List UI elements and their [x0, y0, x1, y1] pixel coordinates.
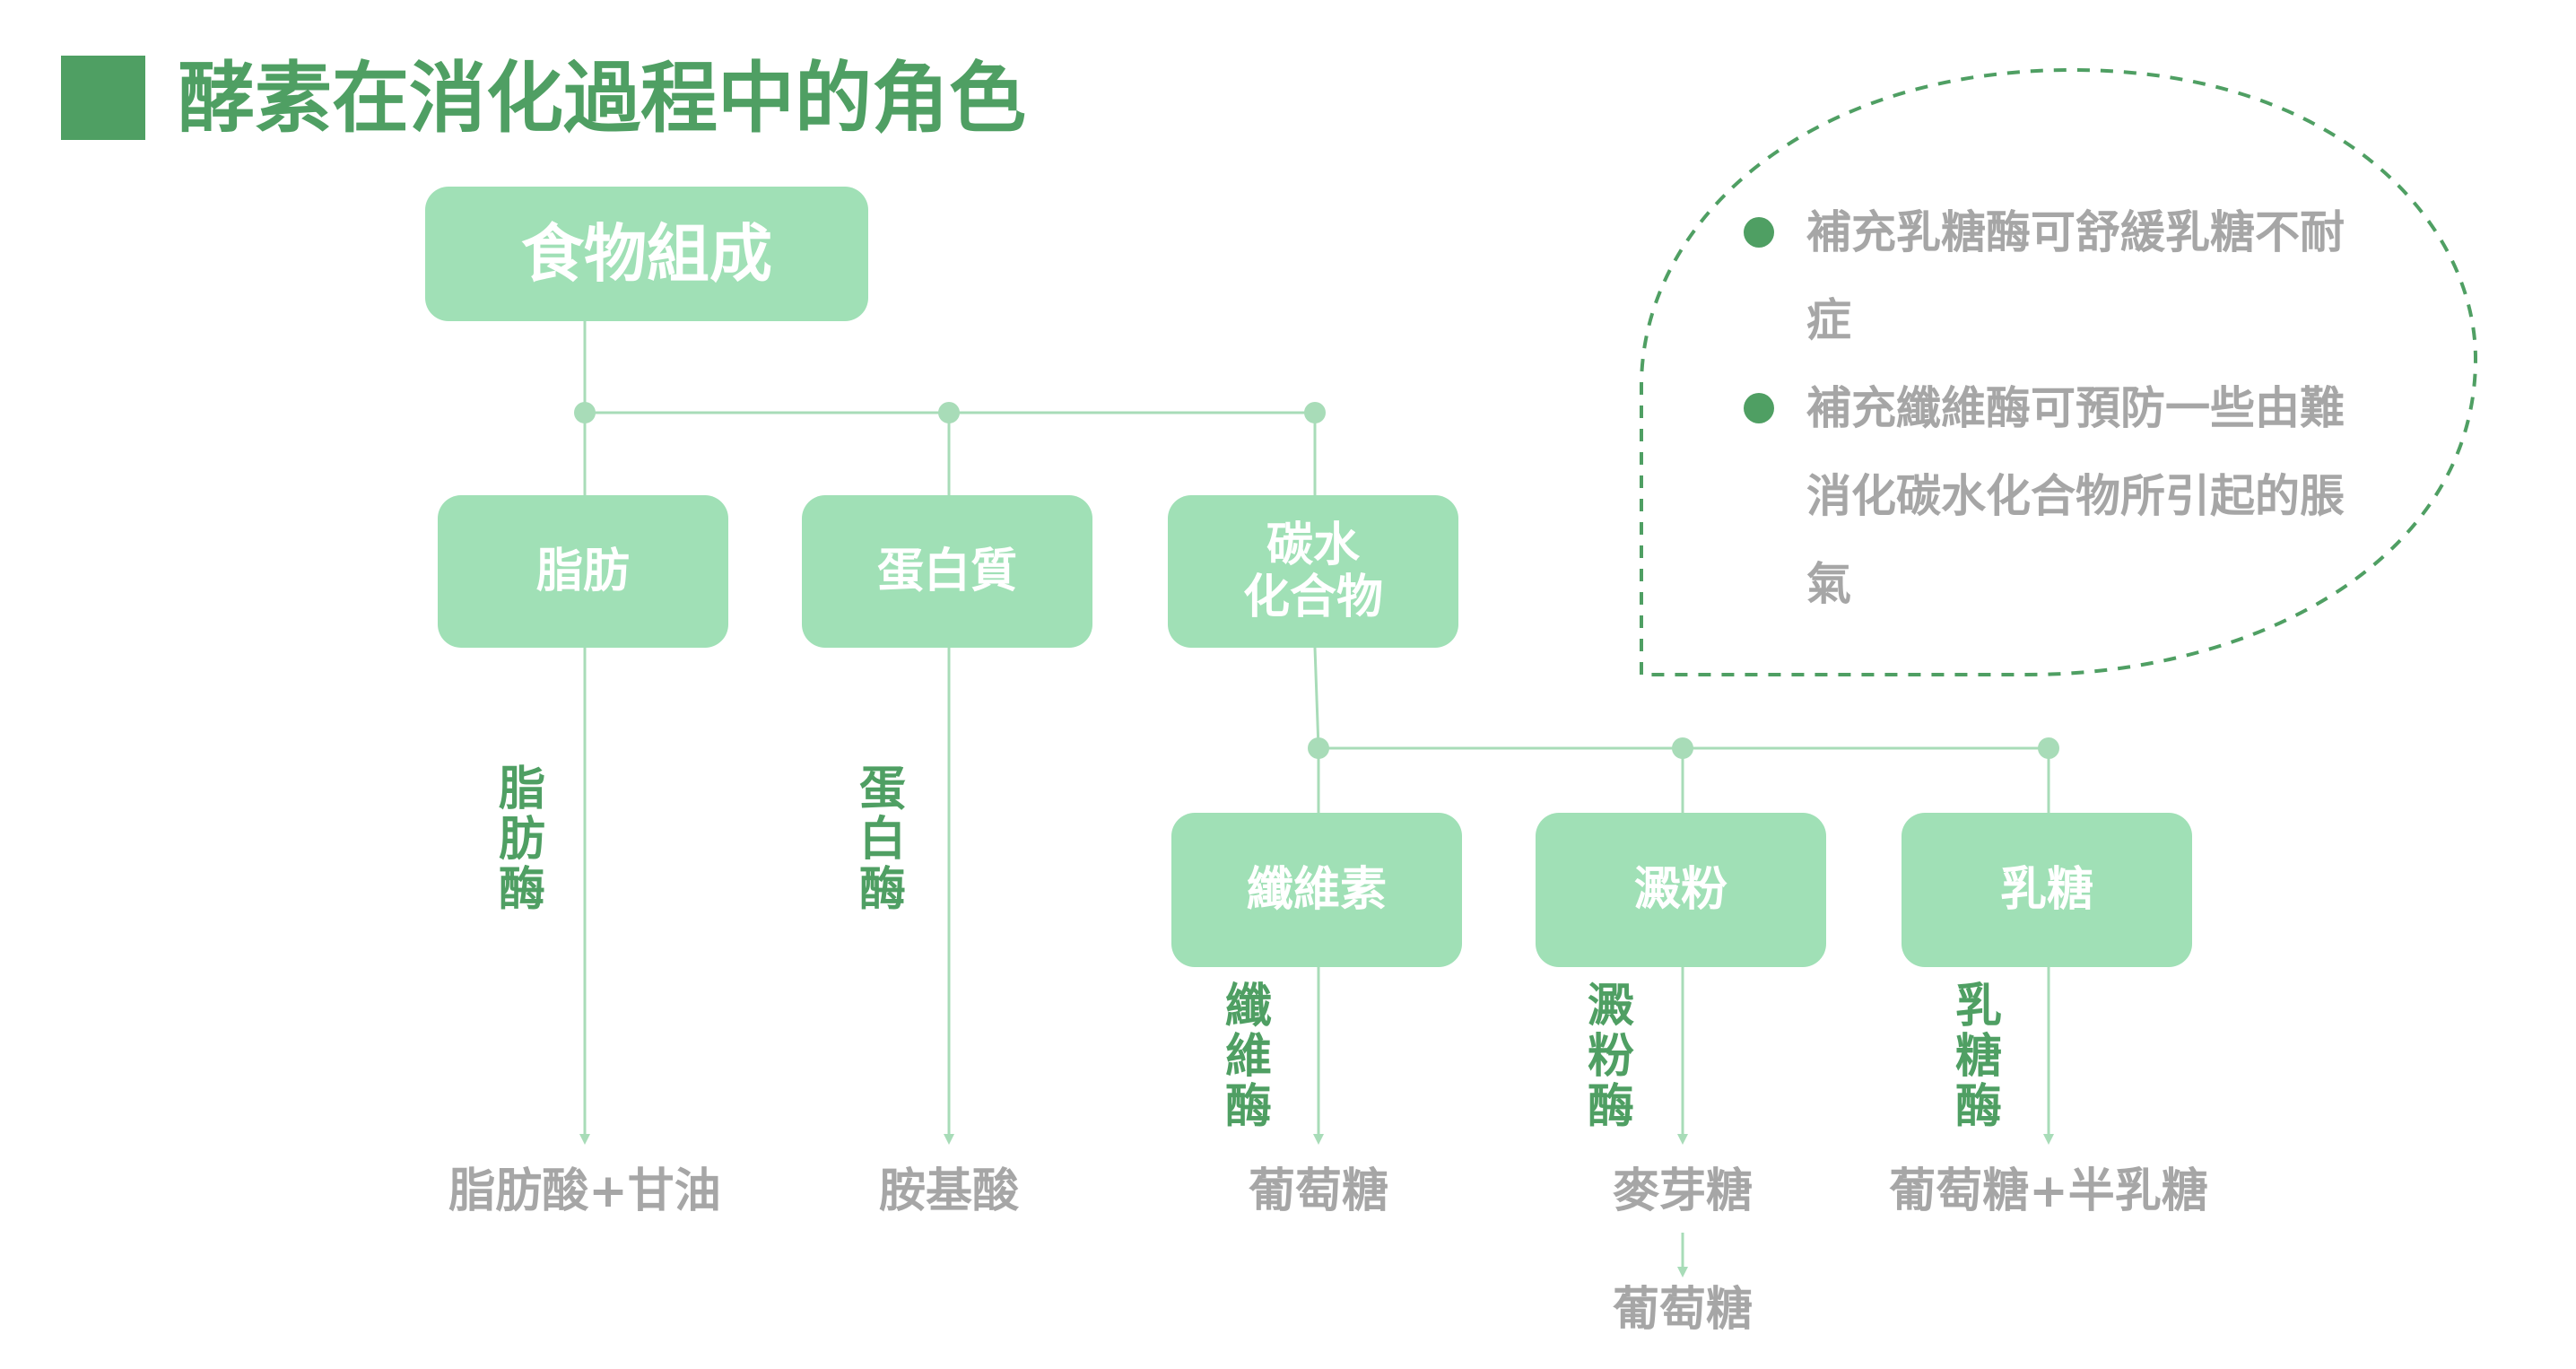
- carb-stem: [1313, 647, 1320, 749]
- note-text: 補充纖維酶可預防一些由難消化碳水化合物所引起的脹氣: [1806, 382, 2345, 610]
- fiber-box: 纖維素: [1171, 813, 1462, 967]
- cellulase-label: 纖維酶: [1224, 980, 1272, 1134]
- glucose-galactose-product: 葡萄糖+半乳糖: [1889, 1164, 2208, 1218]
- note-callout: 補充乳糖酶可舒緩乳糖不耐症 補充纖維酶可預防一些由難消化碳水化合物所引起的脹氣: [1744, 188, 2345, 628]
- amino-acid-product: 胺基酸: [878, 1164, 1019, 1218]
- note-text: 補充乳糖酶可舒緩乳糖不耐症: [1806, 206, 2345, 346]
- lipase-label: 脂肪酶: [498, 763, 545, 917]
- title-marker: [61, 56, 145, 140]
- starch-glucose-product: 葡萄糖: [1612, 1283, 1753, 1337]
- protein-box: 蛋白質: [802, 495, 1092, 648]
- fat-box: 脂肪: [438, 495, 728, 648]
- junction-fiber: [1308, 737, 1329, 759]
- note-item: 補充纖維酶可預防一些由難消化碳水化合物所引起的脹氣: [1744, 364, 2345, 628]
- note-callout-outline: [1640, 67, 2478, 676]
- junction-lactose: [2038, 737, 2059, 759]
- fatty-acid-glycerol-product: 脂肪酸+甘油: [448, 1164, 721, 1218]
- food-composition-box: 食物組成: [425, 187, 868, 321]
- protease-label: 蛋白酶: [858, 763, 906, 917]
- fiber-glucose-product: 葡萄糖: [1248, 1164, 1388, 1218]
- junction-starch: [1672, 737, 1693, 759]
- lactose-box: 乳糖: [1902, 813, 2192, 967]
- junction-fat: [574, 402, 596, 423]
- bullet-dot-icon: [1744, 393, 1774, 423]
- lactase-label: 乳糖酶: [1954, 980, 2002, 1134]
- note-item: 補充乳糖酶可舒緩乳糖不耐症: [1744, 188, 2345, 364]
- page-title: 酵素在消化過程中的角色: [178, 54, 1026, 144]
- carbohydrate-box: 碳水 化合物: [1168, 495, 1458, 648]
- bullet-dot-icon: [1744, 217, 1774, 248]
- amylase-label: 澱粉酶: [1587, 980, 1634, 1134]
- starch-box: 澱粉: [1536, 813, 1826, 967]
- junction-carb: [1304, 402, 1326, 423]
- maltose-product: 麥芽糖: [1612, 1164, 1753, 1218]
- junction-protein: [938, 402, 960, 423]
